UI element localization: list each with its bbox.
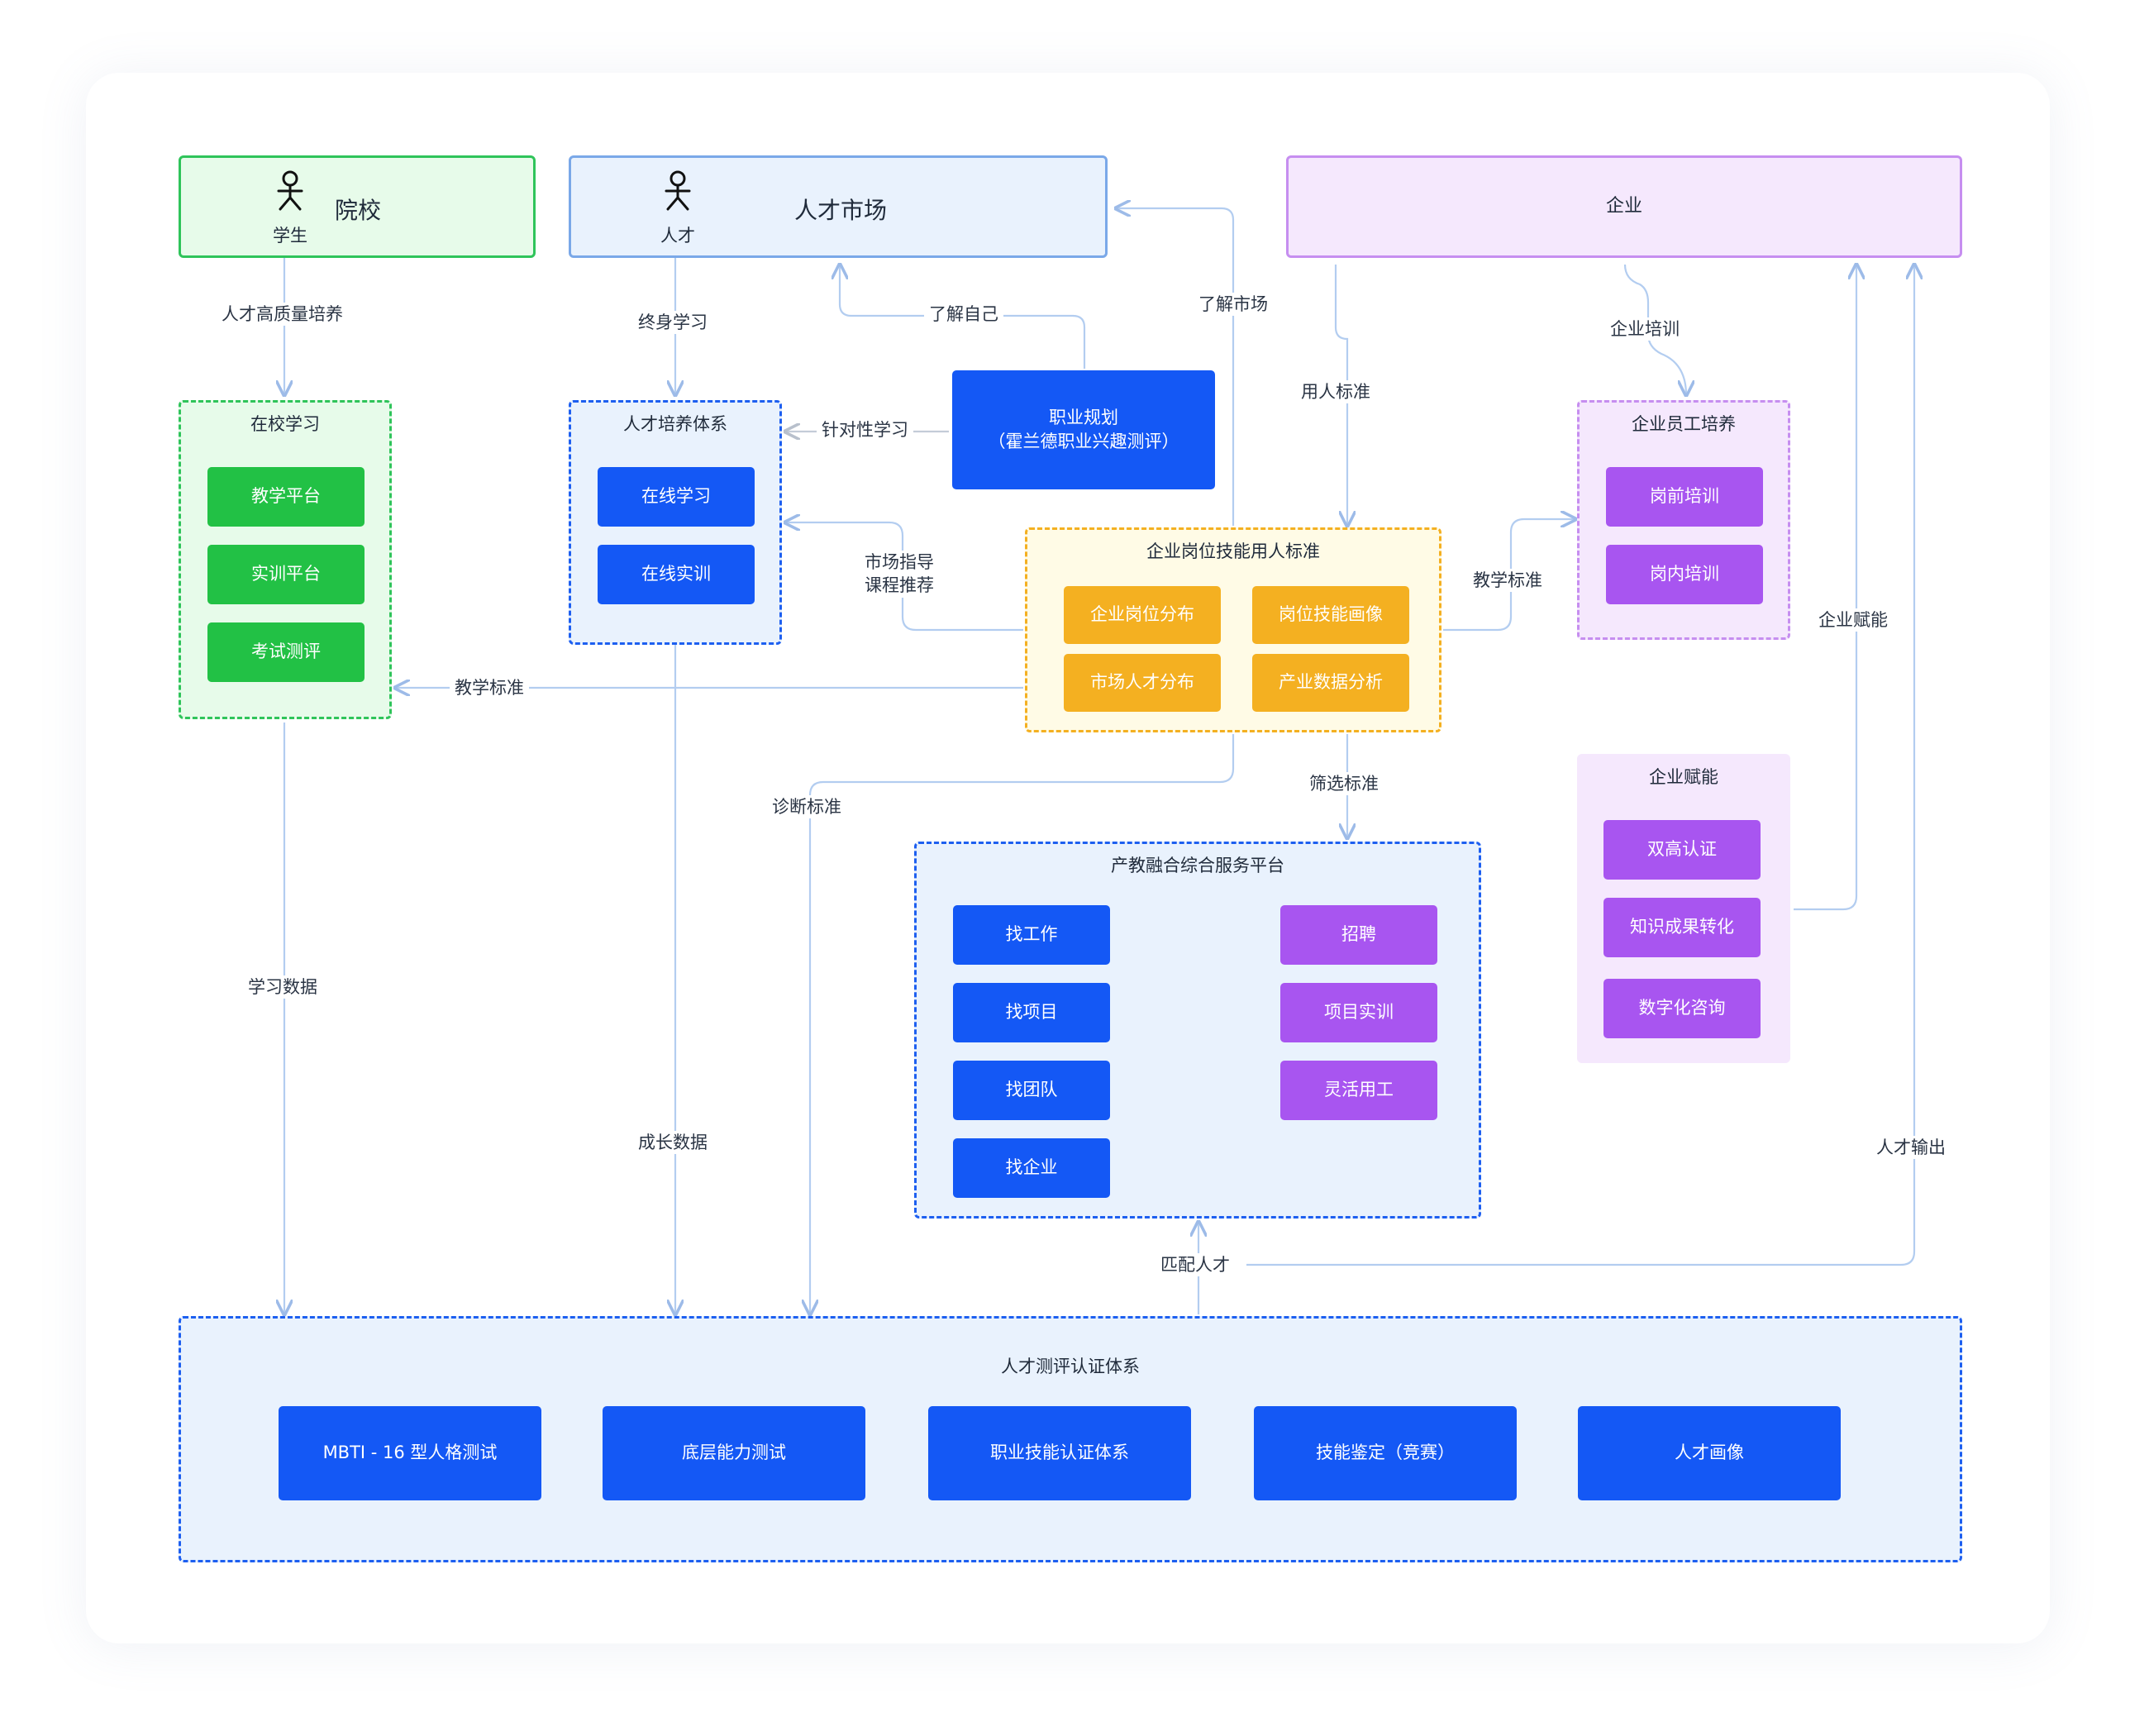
job-distribution-button[interactable]: 企业岗位分布 [1064,586,1221,644]
label-enterprise-training: 企业培训 [1605,317,1684,341]
label-high-quality: 人才高质量培养 [217,303,348,327]
staff-training-group: 企业员工培养 岗前培训 岗内培训 [1577,400,1790,640]
enterprise-title: 企业 [1605,196,1642,217]
digital-consulting-button[interactable]: 数字化咨询 [1603,979,1761,1038]
double-high-cert-button[interactable]: 双高认证 [1603,820,1761,880]
vocational-cert-button[interactable]: 职业技能认证体系 [928,1406,1191,1500]
integration-platform-title: 产教融合综合服务平台 [1111,856,1284,875]
training-platform-button[interactable]: 实训平台 [207,545,365,604]
knowledge-transfer-button[interactable]: 知识成果转化 [1603,898,1761,957]
online-practice-button[interactable]: 在线实训 [598,545,755,604]
career-planning-button[interactable]: 职业规划 （霍兰德职业兴趣测评） [952,370,1215,489]
line-enterprise-standard [1334,265,1347,526]
campus-learning-group: 在校学习 教学平台 实训平台 考试测评 [179,400,392,719]
skill-portrait-button[interactable]: 岗位技能画像 [1252,586,1409,644]
student-person-icon [277,170,303,211]
label-lifelong: 终身学习 [633,311,712,335]
label-filter-standard: 筛选标准 [1304,772,1384,796]
label-talent-output: 人才输出 [1871,1136,1951,1160]
label-market-guide: 市场指导 课程推荐 [860,551,939,598]
label-study-data: 学习数据 [243,975,322,999]
recruit-button[interactable]: 招聘 [1280,905,1437,965]
talent-portrait-button[interactable]: 人才画像 [1578,1406,1841,1500]
line-standard-market [1116,208,1235,526]
talent-label: 人才 [660,226,695,246]
enterprise-standard-title: 企业岗位技能用人标准 [1146,541,1320,561]
find-job-button[interactable]: 找工作 [953,905,1110,965]
talent-market-title: 人才市场 [794,197,888,224]
school-title: 院校 [335,197,382,224]
talent-assessment-group: 人才测评认证体系 MBTI - 16 型人格测试 底层能力测试 职业技能认证体系… [179,1316,1962,1562]
line-standard-assess [810,734,1235,1314]
student-label: 学生 [273,226,307,246]
flexible-employment-button[interactable]: 灵活用工 [1280,1061,1437,1120]
label-targeted-learning: 针对性学习 [817,418,913,442]
industry-analysis-button[interactable]: 产业数据分析 [1252,654,1409,712]
on-job-training-button[interactable]: 岗内培训 [1606,545,1763,604]
talent-assessment-title: 人才测评认证体系 [1001,1357,1140,1376]
career-planning-title: 职业规划 [1049,407,1118,427]
enterprise-standard-group: 企业岗位技能用人标准 企业岗位分布 岗位技能画像 市场人才分布 产业数据分析 [1025,527,1441,732]
label-hiring-standard: 用人标准 [1296,380,1375,404]
label-know-market: 了解市场 [1194,293,1273,317]
pre-job-training-button[interactable]: 岗前培训 [1606,467,1763,527]
label-enterprise-empower: 企业赋能 [1813,608,1893,632]
career-planning-subtitle: （霍兰德职业兴趣测评） [988,432,1179,451]
exam-assessment-button[interactable]: 考试测评 [207,622,365,682]
project-practice-button[interactable]: 项目实训 [1280,983,1437,1042]
label-teaching-standard-left: 教学标准 [450,676,529,700]
label-teaching-standard-right: 教学标准 [1468,569,1547,593]
line-empower-enterprise [1794,265,1856,911]
find-project-button[interactable]: 找项目 [953,983,1110,1042]
teaching-platform-button[interactable]: 教学平台 [207,467,365,527]
enterprise-empower-title: 企业赋能 [1649,767,1718,787]
find-team-button[interactable]: 找团队 [953,1061,1110,1120]
talent-training-title: 人才培养体系 [623,414,727,434]
base-ability-test-button[interactable]: 底层能力测试 [603,1406,865,1500]
staff-training-title: 企业员工培养 [1632,414,1736,434]
school-actor-box[interactable]: 学生 院校 [179,155,536,258]
label-growth-data: 成长数据 [633,1131,712,1155]
label-market-guide-line1: 市场指导 [865,552,934,572]
campus-learning-title: 在校学习 [250,414,320,434]
integration-platform-group: 产教融合综合服务平台 找工作 找项目 找团队 找企业 招聘 项目实训 灵活用工 [914,842,1481,1219]
find-enterprise-button[interactable]: 找企业 [953,1138,1110,1198]
talent-person-icon [665,170,691,211]
talent-market-actor-box[interactable]: 人才 人才市场 [569,155,1108,258]
label-diagnose-standard: 诊断标准 [767,795,846,819]
label-match-talent: 匹配人才 [1156,1253,1235,1277]
enterprise-empower-group: 企业赋能 双高认证 知识成果转化 数字化咨询 [1577,754,1790,1063]
online-learning-button[interactable]: 在线学习 [598,467,755,527]
enterprise-actor-box[interactable]: 企业 [1286,155,1962,258]
label-market-guide-line2: 课程推荐 [865,575,934,596]
label-know-self: 了解自己 [924,303,1003,327]
talent-training-group: 人才培养体系 在线学习 在线实训 [569,400,782,645]
skill-appraisal-button[interactable]: 技能鉴定（竞赛） [1254,1406,1517,1500]
mbti-test-button[interactable]: MBTI - 16 型人格测试 [279,1406,541,1500]
line-output-enterprise [1246,265,1914,1266]
talent-distribution-button[interactable]: 市场人才分布 [1064,654,1221,712]
